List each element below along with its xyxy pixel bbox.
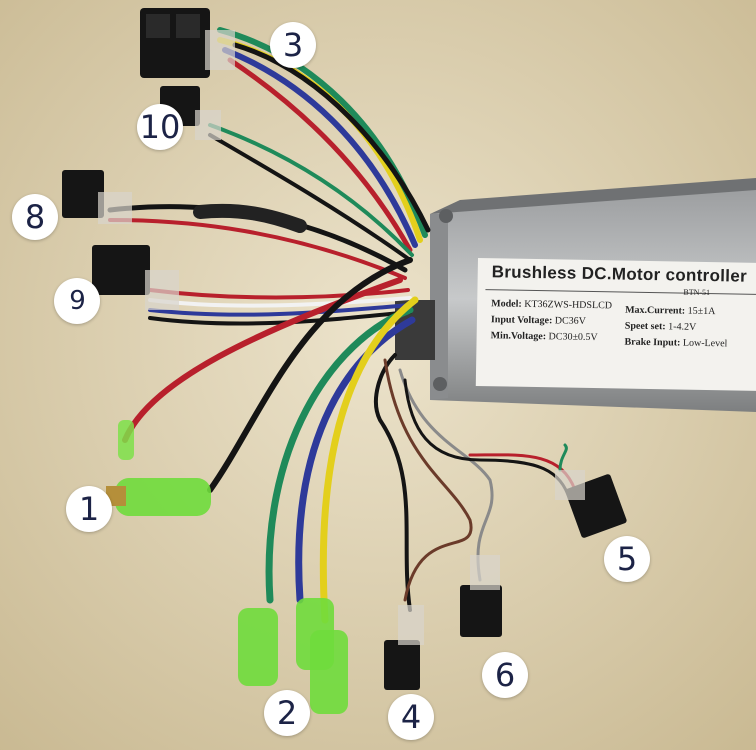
callout-10: 9 [54, 278, 100, 324]
spec-value: 1-4.2V [668, 321, 697, 333]
callout-4: 4 [388, 694, 434, 740]
connector-4-plug [384, 605, 424, 690]
spec-model: Model: KT36ZWS-HDSLCD [491, 298, 612, 311]
callout-8: 8 [12, 194, 58, 240]
controller-title: Brushless DC.Motor controller [491, 262, 748, 286]
spec-key: Brake Input: [624, 336, 681, 349]
callout-2: 2 [264, 690, 310, 736]
controller-label: Brushless DC.Motor controller BTN-51 Mod… [475, 258, 756, 392]
connector-3-plugs [140, 8, 235, 78]
connector-2-bullets [238, 598, 348, 714]
spec-key: Max.Current: [625, 304, 686, 317]
connector-5-plug [555, 470, 627, 538]
connector-1-bullet [106, 420, 211, 516]
label-divider [485, 289, 756, 296]
spec-min-voltage: Min.Voltage: DC30±0.5V [491, 330, 598, 343]
spec-key: Min.Voltage: [490, 330, 547, 343]
callout-1: 1 [66, 486, 112, 532]
spec-max-current: Max.Current: 15±1A [625, 305, 715, 318]
connector-10-plug [92, 245, 179, 310]
spec-value: DC36V [554, 315, 587, 327]
callout-6: 6 [482, 652, 528, 698]
callout-9: 10 [137, 104, 183, 150]
spec-key: Model: [491, 298, 522, 310]
spec-input-voltage: Input Voltage: DC36V [491, 314, 586, 327]
spec-key: Speet set: [624, 320, 666, 333]
controller-model-code: BTN-51 [683, 287, 711, 298]
spec-brake-input: Brake Input: Low-Level [624, 337, 727, 350]
spec-speed-set: Speet set: 1-4.2V [625, 321, 697, 333]
callout-3: 3 [270, 22, 316, 68]
spec-value: DC30±0.5V [548, 331, 598, 344]
spec-value: 15±1A [687, 305, 716, 318]
spec-key: Input Voltage: [490, 314, 553, 327]
spec-value: Low-Level [682, 337, 728, 350]
callout-5: 5 [604, 536, 650, 582]
connector-6-plug [460, 555, 502, 637]
wire-bundle [107, 27, 577, 624]
connector-8-plug [62, 170, 132, 224]
spec-value: KT36ZWS-HDSLCD [524, 298, 613, 312]
